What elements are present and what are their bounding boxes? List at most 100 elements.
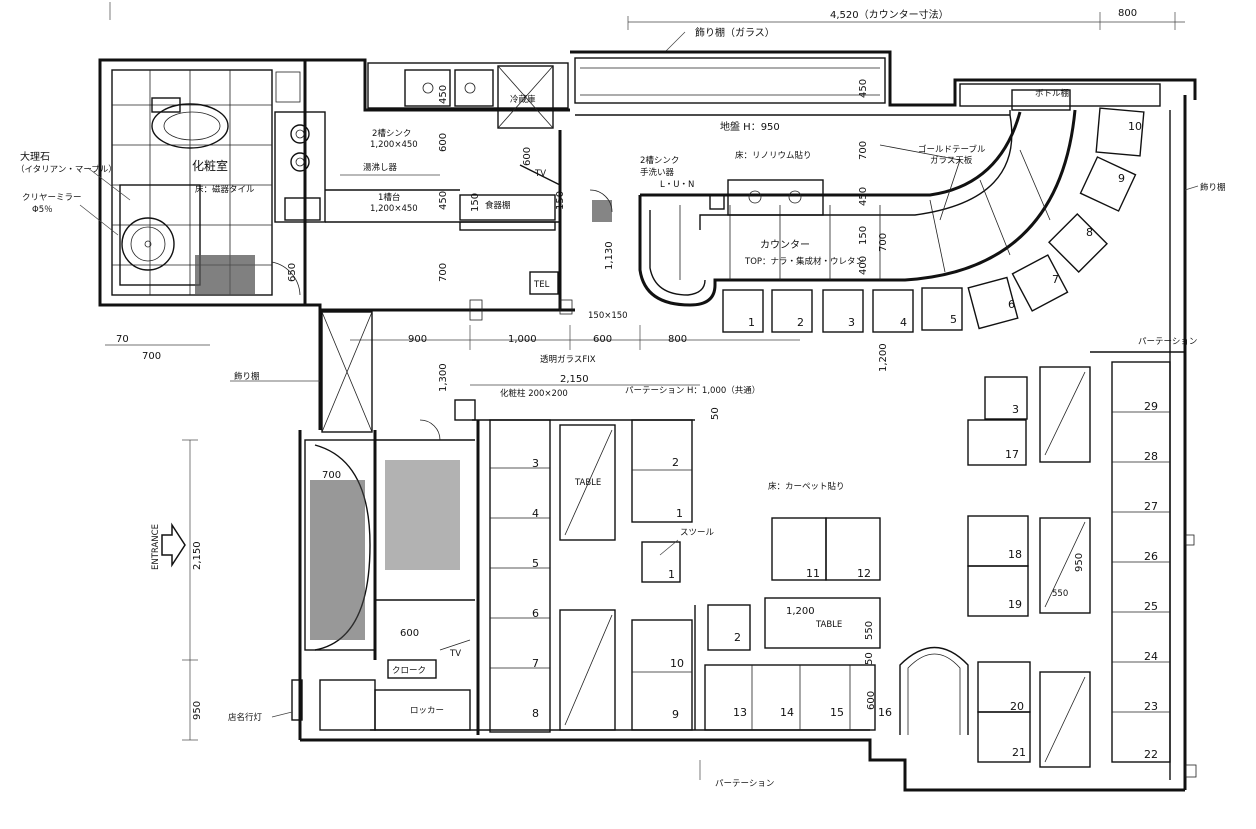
svg-text:3: 3 (848, 316, 855, 329)
counter-stool[interactable]: 1 (722, 289, 764, 333)
counter-stool[interactable]: 4 (872, 289, 914, 333)
dim-600-a: 600 (438, 133, 449, 152)
right-bench-label: 25 (1144, 600, 1158, 613)
counter-stool[interactable]: 10 (1095, 107, 1145, 157)
plant-icon (275, 71, 301, 103)
label-signage: 店名行灯 (228, 712, 263, 723)
bench-seat-label: 7 (532, 657, 539, 670)
label-locker: ロッカー (410, 706, 444, 716)
label-ground: 地盤 H：950 (720, 120, 780, 133)
counter-stool[interactable]: 5 (921, 287, 963, 331)
dim-600-d: 600 (866, 691, 877, 710)
bench-bottom-label: 15 (830, 706, 844, 719)
svg-text:7: 7 (1052, 273, 1059, 286)
svg-text:8: 8 (1086, 226, 1093, 239)
right-bench-label: 23 (1144, 700, 1158, 713)
bench-seat-label: 6 (532, 607, 539, 620)
stool[interactable]: 1 (641, 541, 681, 583)
label-deco-shelf: 飾り棚 (234, 371, 260, 382)
svg-text:20: 20 (1010, 700, 1024, 713)
right-bench-label: 28 (1144, 450, 1158, 463)
bench-bottom-label: 14 (780, 706, 794, 719)
counter-stools: 1 2 3 4 5 6 7 8 9 10 (722, 107, 1145, 333)
label-partition-right: パーテーション (1138, 337, 1197, 347)
dim-800: 800 (668, 334, 687, 345)
bench-seat-label: 3 (532, 457, 539, 470)
label-linoleum: 床：リノリウム貼り (735, 150, 812, 161)
right-bench-label: 29 (1144, 400, 1158, 413)
dining-center: 床：カーペット貼り 11 12 1,200 TABLE 550 2 13 14 … (699, 481, 969, 789)
label-tv-2: TV (449, 649, 461, 659)
dim-700-door: 700 (322, 470, 341, 481)
dim-450-d: 450 (858, 187, 869, 206)
dim-300: 150 (470, 193, 481, 212)
label-counter-top: TOP：ナラ・集成材・ウレタン (744, 256, 864, 267)
label-cloak: クローク (392, 666, 426, 676)
counter-stool[interactable]: 6 (967, 276, 1019, 330)
counter-stool[interactable]: 8 (1048, 213, 1108, 273)
svg-text:1: 1 (748, 316, 755, 329)
dim-600-c: 600 (400, 628, 419, 639)
label-sink-2a: 2槽シンク (372, 128, 411, 139)
label-handwash: 手洗い器 (640, 167, 675, 178)
label-mirror: クリヤーミラー (22, 193, 82, 203)
mid-dimensions: 900 1,000 600 800 透明ガラスFIX 2,150 化粧柱 200… (105, 325, 889, 420)
right-bench-label: 22 (1144, 748, 1158, 761)
label-powder-room: 化粧室 (192, 158, 228, 173)
label-gold-table: ゴールドテーブル (918, 144, 986, 155)
seat-21[interactable]: 21 (977, 711, 1031, 763)
label-sink-1-size: 1,200×450 (370, 204, 418, 214)
counter-stool[interactable]: 2 (771, 289, 813, 333)
label-fix-glass: 透明ガラスFIX (540, 354, 596, 365)
dining-right: 3 17 18 19 950 550 20 21 (967, 182, 1226, 778)
dim-1000: 1,000 (508, 334, 537, 345)
label-tv-1: TV (534, 169, 546, 179)
table-upper[interactable]: TABLE (559, 424, 616, 541)
svg-text:3: 3 (1012, 403, 1019, 416)
bench-seat-label: 4 (532, 507, 539, 520)
svg-text:17: 17 (1005, 448, 1019, 461)
table-center[interactable]: 1,200 TABLE (764, 597, 881, 649)
table-seat-2[interactable]: 2 (707, 604, 751, 651)
dim-900: 900 (408, 334, 427, 345)
dim-450-c: 450 (858, 79, 869, 98)
seat-19[interactable]: 19 (967, 565, 1029, 617)
bench-bottom-label: 13 (733, 706, 747, 719)
seat-20[interactable]: 20 (977, 661, 1031, 713)
powder-room: 化粧室 床：磁器タイル 650 (112, 70, 301, 296)
dim-950-b: 950 (1074, 553, 1085, 572)
label-stool: スツール (680, 528, 715, 538)
table-seat-12[interactable]: 12 (825, 517, 881, 581)
entry-area: クローク TV ロッカー 700 600 2,150 950 ENTRANCE … (151, 311, 476, 741)
seat-17[interactable]: 17 (967, 419, 1027, 466)
dim-700-left: 700 (142, 351, 161, 362)
counter-stool[interactable]: 3 (822, 289, 864, 333)
svg-text:9: 9 (1118, 172, 1125, 185)
dim-70: 70 (116, 334, 129, 345)
dim-50-b: 50 (864, 652, 875, 665)
svg-text:21: 21 (1012, 746, 1026, 759)
counter-stool[interactable]: 7 (1011, 254, 1069, 312)
dim-450-b: 450 (438, 191, 449, 210)
top-dimension-line: 4,520（カウンター寸法） 800 (109, 2, 1185, 30)
dim-2150-v: 2,150 (192, 541, 203, 570)
dim-50: 50 (710, 407, 721, 420)
plant-icon (195, 255, 255, 295)
label-handwash-sub: L・U・N (660, 180, 694, 190)
svg-text:11: 11 (806, 567, 820, 580)
table-lower[interactable] (559, 609, 616, 731)
seat-3-right[interactable]: 3 (984, 376, 1028, 420)
dim-right-width: 800 (1118, 8, 1137, 19)
tel-box (529, 271, 559, 295)
table-seat-11[interactable]: 11 (771, 517, 827, 581)
svg-text:1: 1 (668, 568, 675, 581)
counter-stool[interactable]: 9 (1079, 156, 1137, 212)
dim-450-a: 450 (438, 85, 449, 104)
label-mirror-sub: Φ5％ (32, 205, 53, 215)
dim-700-a: 700 (438, 263, 449, 282)
right-bench-label: 26 (1144, 550, 1158, 563)
bar-counter: 地盤 H：950 2槽シンク 手洗い器 L・U・N 床：リノリウム貼り ゴールド… (555, 79, 1077, 321)
plant-icon (385, 460, 460, 570)
seat-18[interactable]: 18 (967, 515, 1029, 567)
dim-550-b: 550 (1052, 589, 1068, 599)
